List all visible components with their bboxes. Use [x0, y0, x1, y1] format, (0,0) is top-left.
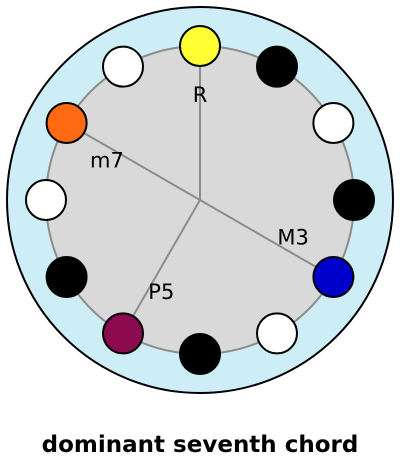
pitch-dot-6-black-key [179, 333, 221, 375]
pitch-dots [25, 25, 375, 375]
pitch-dot-1-black-key [256, 45, 298, 88]
interval-label-m7: m7 [90, 148, 124, 172]
spoke-p5 [122, 199, 201, 334]
spoke-m7 [66, 122, 201, 201]
interval-label-p5: P5 [148, 280, 174, 304]
pitch-dot-7-fifth [102, 312, 144, 355]
pitch-dot-8-black-key [45, 256, 88, 298]
pitch-dot-5-white-key [256, 312, 298, 355]
pitch-dot-0-root [179, 25, 221, 67]
interval-label-r: R [193, 83, 208, 107]
pitch-dot-4-third [312, 256, 355, 298]
chord-caption: dominant seventh chord [41, 432, 359, 458]
chord-spokes [66, 46, 334, 334]
interval-label-m3: M3 [277, 226, 308, 250]
pitch-dot-10-seventh [45, 102, 88, 144]
pitch-dot-3-black-key [333, 179, 375, 221]
spoke-m3 [199, 199, 334, 278]
pitch-dot-9-white-key [25, 179, 67, 221]
pitch-dot-11-white-key [102, 45, 144, 88]
pitch-dot-2-white-key [312, 102, 355, 144]
